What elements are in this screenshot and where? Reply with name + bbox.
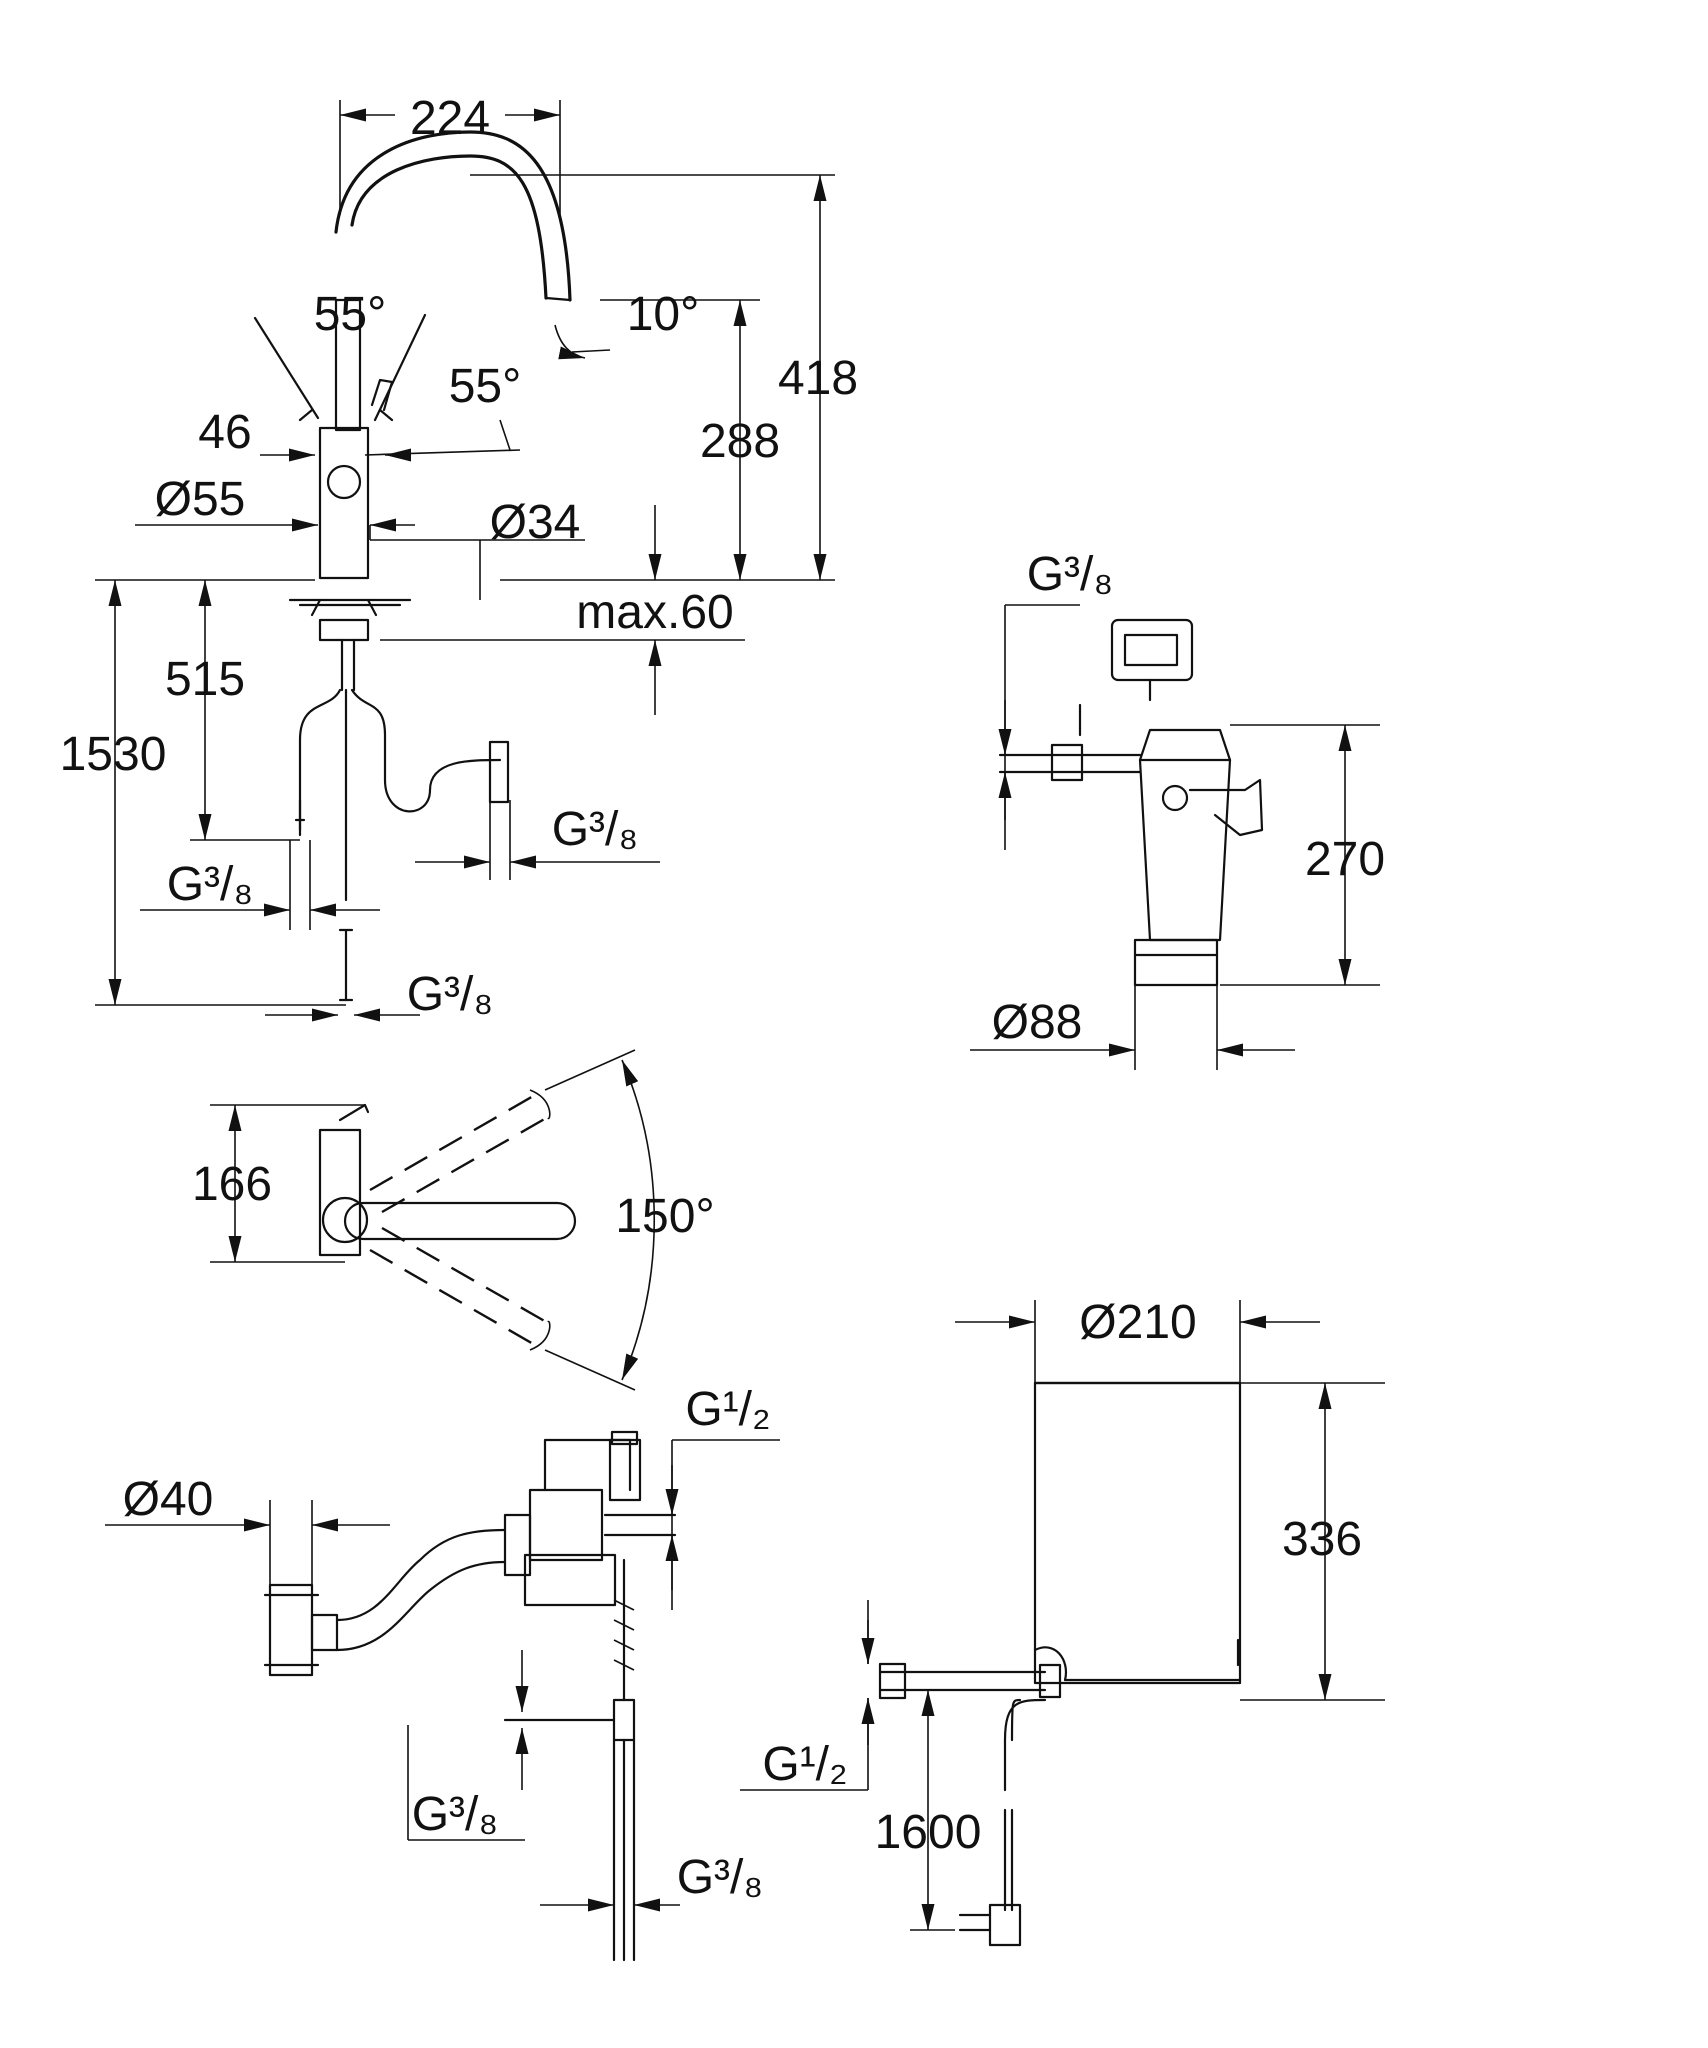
- dim-spout-reach: 224: [410, 92, 490, 145]
- top-body: [318, 1128, 362, 1257]
- hose-coupling: [503, 1513, 532, 1577]
- angle-spout: 10°: [627, 288, 700, 341]
- top-lever: [338, 1103, 370, 1122]
- dim-base-diameter: Ø55: [155, 473, 246, 526]
- valve-outlet: [603, 1513, 677, 1537]
- bottom-valve: [612, 1698, 636, 1742]
- dim-drain-diameter: Ø40: [123, 1473, 214, 1526]
- spout-outer: [334, 130, 572, 302]
- dim-spout-height: 288: [700, 415, 780, 468]
- dim-cable-length: 1600: [875, 1806, 982, 1859]
- dim-max-deck: max.60: [576, 586, 733, 639]
- dim-hose-b: 1530: [60, 728, 167, 781]
- drain-connector: [310, 1613, 339, 1652]
- tank-base: [1033, 1646, 1242, 1682]
- dim-filter-diameter: Ø88: [992, 996, 1083, 1049]
- dim-tank-height: 336: [1282, 1513, 1362, 1566]
- hose-left: [298, 688, 342, 837]
- drain-trap: [268, 1583, 314, 1677]
- valve-bracket: [523, 1553, 617, 1607]
- dim-top-depth: 166: [192, 1158, 272, 1211]
- filter-unit: G³/₈ 270 Ø88: [970, 548, 1385, 1070]
- dim-overall-height: 418: [778, 352, 858, 405]
- filter-valve: [1050, 743, 1084, 782]
- angle-swivel: 150°: [615, 1190, 714, 1243]
- hose-bottom-end: [338, 928, 354, 1002]
- valve-vertical: [608, 1438, 642, 1502]
- valve-block: [528, 1488, 604, 1562]
- power-plug-pins: [958, 1913, 992, 1932]
- valve-top: [543, 1438, 632, 1492]
- top-spout-solid: [343, 1201, 577, 1241]
- valve-right: [488, 740, 510, 804]
- handle-line-right: [373, 313, 427, 422]
- deck-line: [288, 598, 412, 607]
- bottom-hose: [612, 1738, 636, 1962]
- dim-tank-diameter: Ø210: [1079, 1296, 1196, 1349]
- lever-stub: [298, 408, 394, 422]
- drain-hose-top: [335, 1528, 507, 1622]
- tank-thread: G¹/₂: [762, 1738, 847, 1791]
- faucet-side-view: 224 418 288 55° 55° 10° 46 Ø55 Ø34 max.6…: [60, 92, 858, 1022]
- boiler-tank: Ø210 336 G¹/₂ 1600: [740, 1296, 1385, 1947]
- thread-bottom: G³/₈: [407, 968, 494, 1021]
- thread-left: G³/₈: [167, 858, 254, 911]
- filter-bracket: [1188, 778, 1264, 837]
- inlet-thread: G¹/₂: [685, 1383, 770, 1436]
- power-cable-lower: [1003, 1808, 1014, 1912]
- angle-right: 55°: [449, 360, 522, 413]
- boiler-connections: Ø40 G¹/₂ G³/₈ G³/₈: [105, 1383, 780, 1962]
- hose-right: [350, 688, 502, 813]
- dim-mount-hole: Ø34: [490, 496, 581, 549]
- faucet-top-view: 166 150°: [192, 1049, 715, 1391]
- filter-head: [1138, 728, 1232, 762]
- drain-hose-bottom: [335, 1560, 507, 1652]
- filter-knob: [1161, 784, 1189, 812]
- top-spout-dashed-down: [369, 1226, 549, 1347]
- dim-filter-height: 270: [1305, 833, 1385, 886]
- handle-line-left: [253, 316, 320, 420]
- tank-body: [1033, 1381, 1242, 1685]
- lever-handle: [370, 378, 394, 412]
- dim-lever-offset: 46: [198, 406, 251, 459]
- spout-inner: [350, 154, 548, 300]
- power-plug: [988, 1903, 1022, 1947]
- base-ring: [326, 464, 362, 500]
- top-spout-dashed-up: [369, 1093, 549, 1214]
- filter-pipe: [998, 753, 1142, 774]
- outlet-thread-left: G³/₈: [412, 1788, 499, 1841]
- outlet-thread-bottom: G³/₈: [677, 1851, 764, 1904]
- mount-nut: [318, 618, 370, 642]
- filter-display-screen: [1123, 633, 1179, 667]
- tank-inlet-nut: [878, 1662, 907, 1700]
- faucet-body: [318, 426, 370, 580]
- top-base: [321, 1196, 369, 1244]
- filter-thread: G³/₈: [1027, 548, 1114, 601]
- dim-hose-a: 515: [165, 653, 245, 706]
- filter-display: [1110, 618, 1194, 682]
- angle-left: 55°: [314, 288, 387, 341]
- power-cable-upper: [1003, 1698, 1047, 1792]
- spout-tip: [544, 296, 572, 302]
- filter-cartridge: [1138, 758, 1232, 942]
- filter-base: [1133, 938, 1219, 987]
- thread-right: G³/₈: [552, 803, 639, 856]
- faucet-neck: [334, 298, 362, 432]
